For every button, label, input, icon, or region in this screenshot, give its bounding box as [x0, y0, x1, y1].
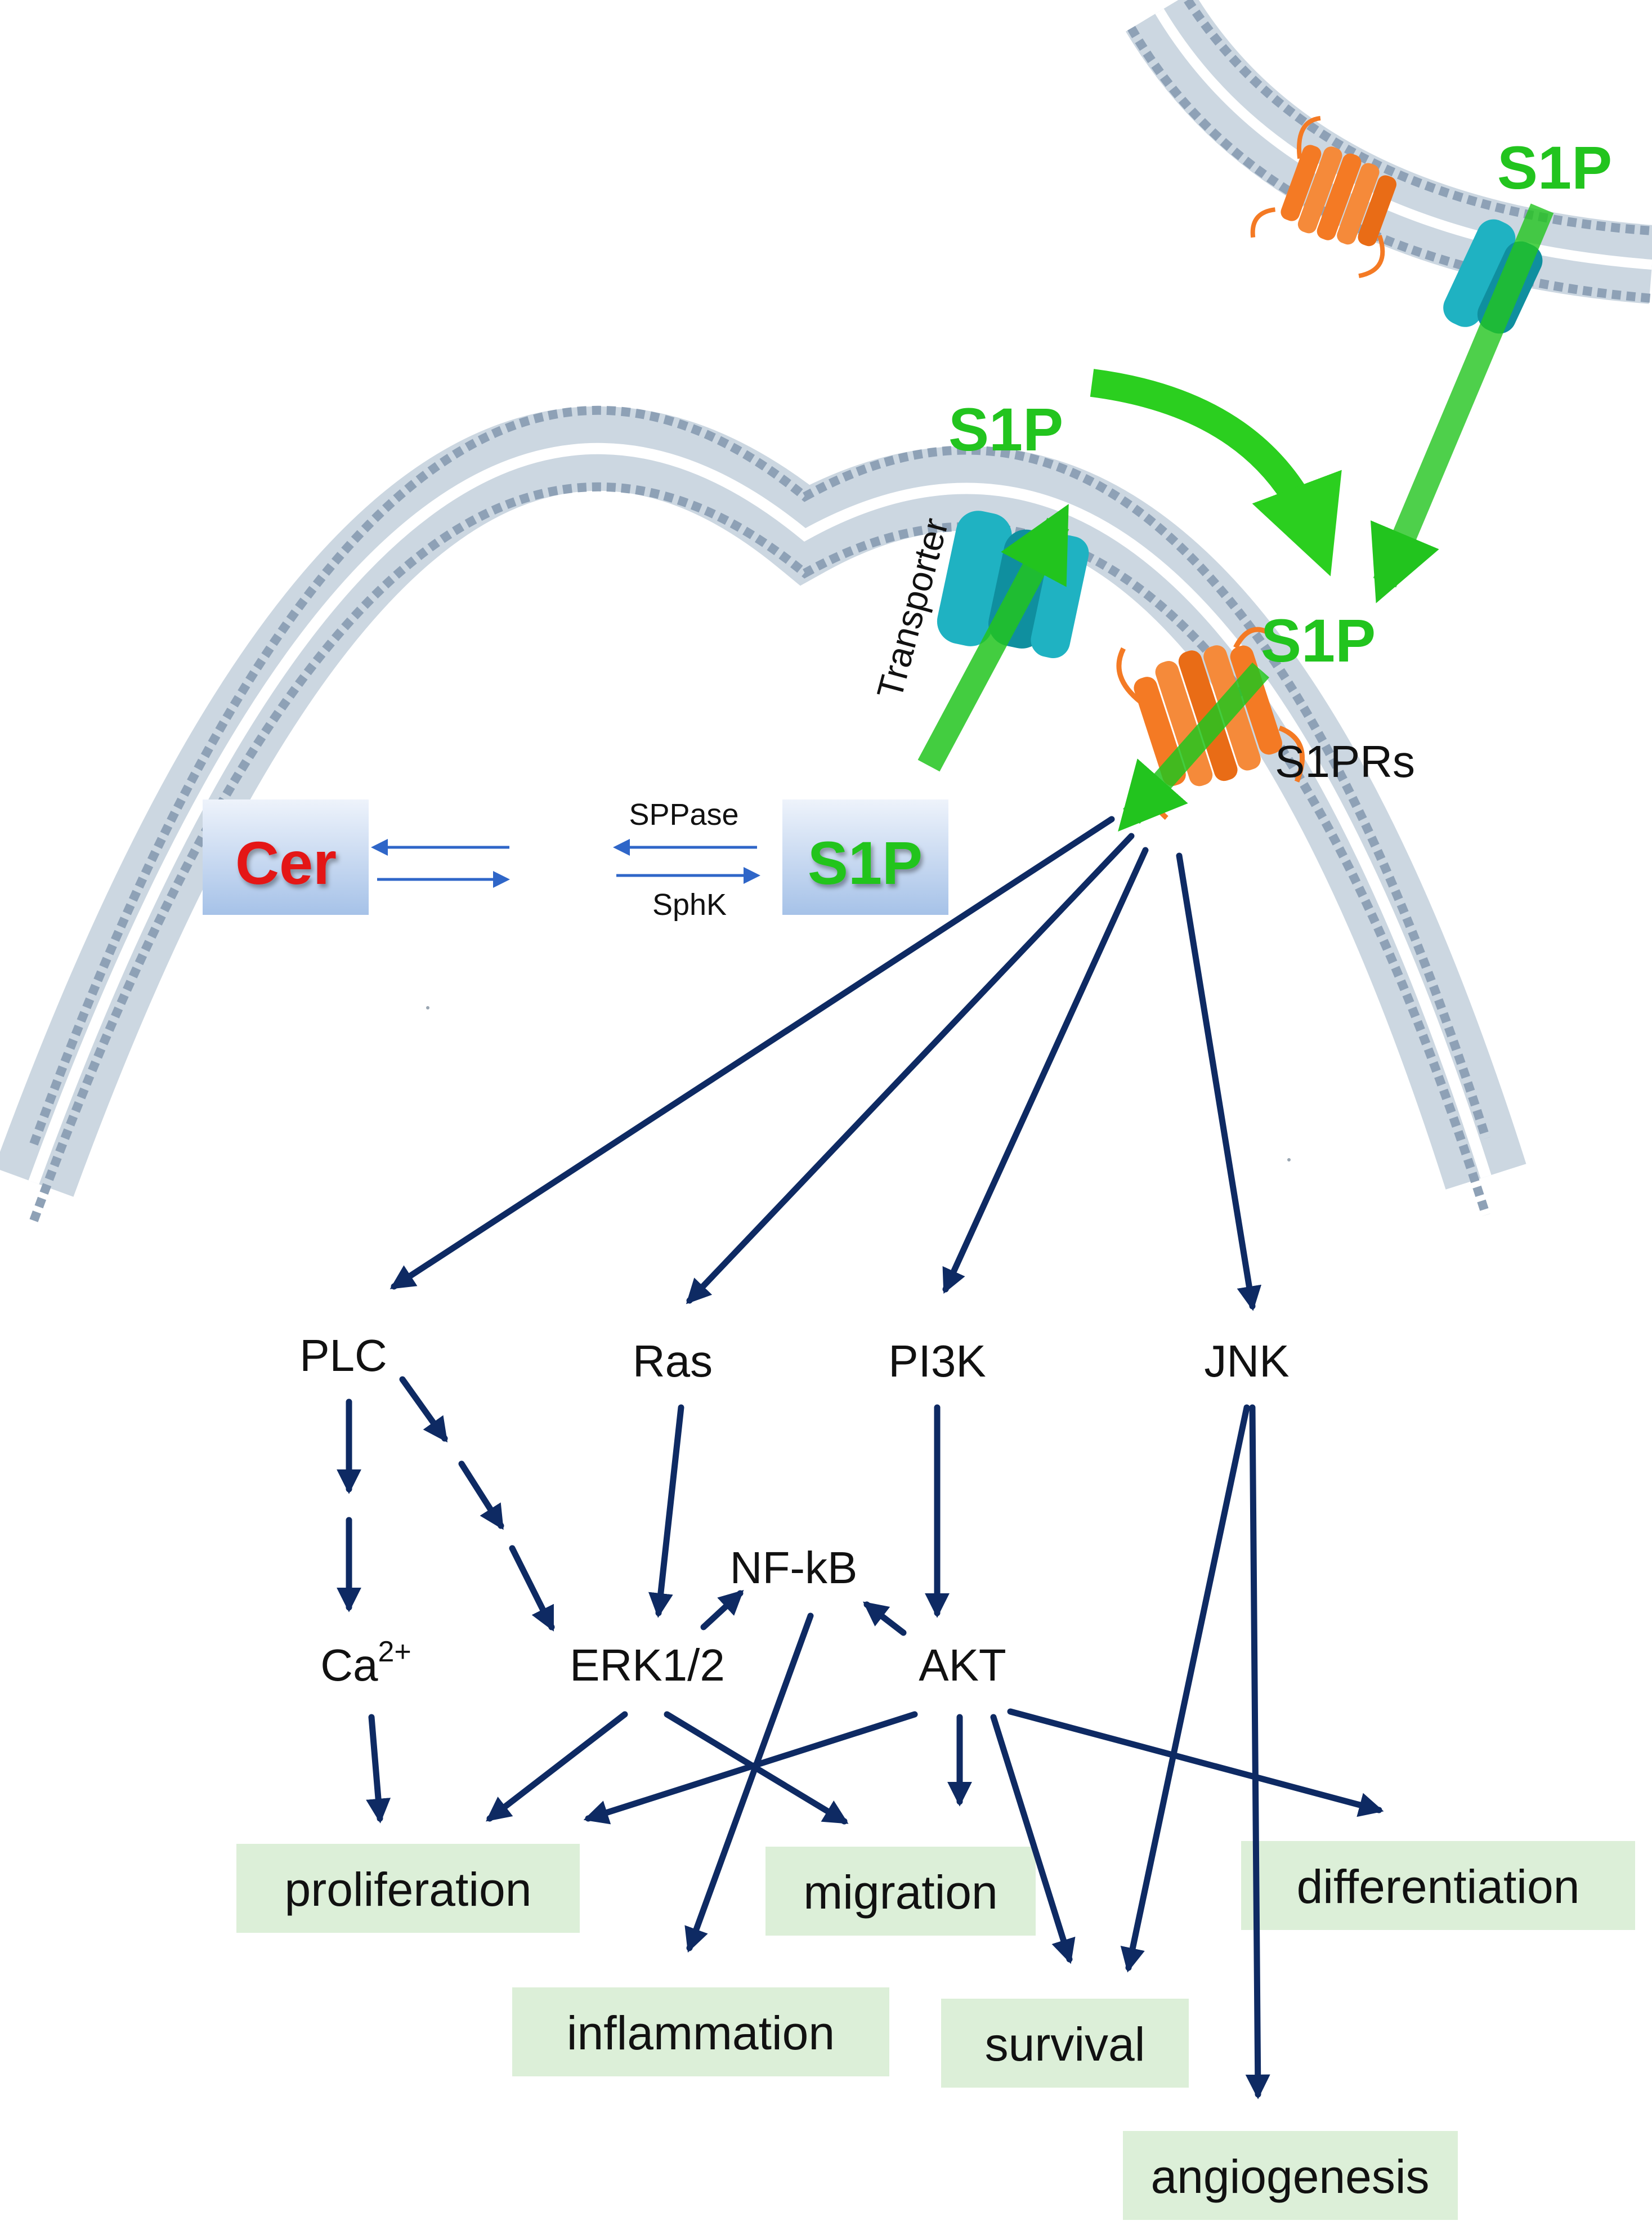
node-jnk: JNK — [1204, 1336, 1289, 1386]
s1p-label-top: S1P — [1497, 133, 1612, 202]
speck-2 — [1287, 1158, 1291, 1161]
outcome-box-proliferation — [236, 1844, 580, 1933]
arrow-jnk-angiogenesis — [1245, 1404, 1270, 2099]
outcome-angiogenesis: angiogenesis — [1150, 2150, 1429, 2203]
arrow-akt-survival — [990, 1714, 1076, 1964]
node-plc: PLC — [299, 1330, 387, 1380]
arrow-jnk-survival — [1120, 1404, 1250, 1973]
outcome-box-differentiation — [1241, 1841, 1635, 1930]
s1p-label-receptor: S1P — [1261, 606, 1376, 674]
s1p-box — [782, 799, 948, 915]
node-erk: ERK1/2 — [570, 1640, 725, 1690]
outcome-box-survival — [941, 1999, 1189, 2088]
node-nfkb: NF-kB — [730, 1543, 858, 1593]
cer-label: Cer — [235, 829, 337, 897]
arrow-erk-nfkb — [700, 1590, 744, 1630]
node-akt: AKT — [919, 1640, 1006, 1690]
s1p-export-arrow — [917, 504, 1069, 772]
s1p-box-label: S1P — [808, 829, 923, 897]
sphk-label: SphK — [652, 888, 727, 922]
outcome-box-angiogenesis — [1123, 2131, 1458, 2220]
arrow-nfkb-inflammation — [684, 1612, 814, 1953]
arrow-s1prs-ras — [686, 833, 1135, 1304]
cell-membrane-main — [0, 405, 1526, 1222]
outcome-migration: migration — [803, 1866, 997, 1919]
s1p-curved-arrow — [1090, 369, 1342, 577]
s1prs-label: S1PRs — [1275, 736, 1415, 787]
arrow-akt-differentiation — [1007, 1708, 1384, 1817]
arrow-s1prs-plc — [390, 816, 1115, 1290]
outcome-box-inflammation — [512, 1987, 889, 2076]
arrow-plc-erk-mid — [458, 1460, 504, 1530]
arrow-ca-proliferation — [366, 1714, 391, 1824]
s1p-receptor-arrow — [1118, 662, 1269, 832]
arrow-plc-erk-lower — [509, 1545, 555, 1632]
s1p-transport-arrow-neighbor — [1371, 203, 1554, 604]
node-ras: Ras — [633, 1336, 713, 1386]
node-pi3k: PI3K — [888, 1336, 986, 1386]
arrow-akt-nfkb — [863, 1601, 907, 1636]
ca-superscript: 2+ — [378, 1636, 411, 1668]
receptor-icon-neighbor — [1250, 115, 1396, 279]
arrow-plc-erk-upper — [399, 1376, 448, 1443]
outcome-proliferation: proliferation — [285, 1863, 532, 1916]
outcome-differentiation: differentiation — [1297, 1860, 1580, 1913]
cer-box — [203, 799, 369, 915]
arrow-akt-proliferation — [583, 1711, 918, 1825]
outcome-inflammation: inflammation — [567, 2007, 835, 2059]
arrow-s1prs-jnk — [1176, 852, 1262, 1311]
arrow-erk-proliferation — [486, 1711, 628, 1822]
outcome-box-migration — [765, 1847, 1036, 1936]
arrow-s1prs-pi3k — [942, 847, 1149, 1294]
sppase-label: SPPase — [629, 798, 738, 832]
speck-1 — [426, 1006, 429, 1009]
s1p-label-mid: S1P — [948, 395, 1063, 463]
node-ca: Ca2+ — [320, 1636, 411, 1690]
arrow-ras-erk — [648, 1404, 684, 1618]
outcome-survival: survival — [985, 2018, 1145, 2071]
